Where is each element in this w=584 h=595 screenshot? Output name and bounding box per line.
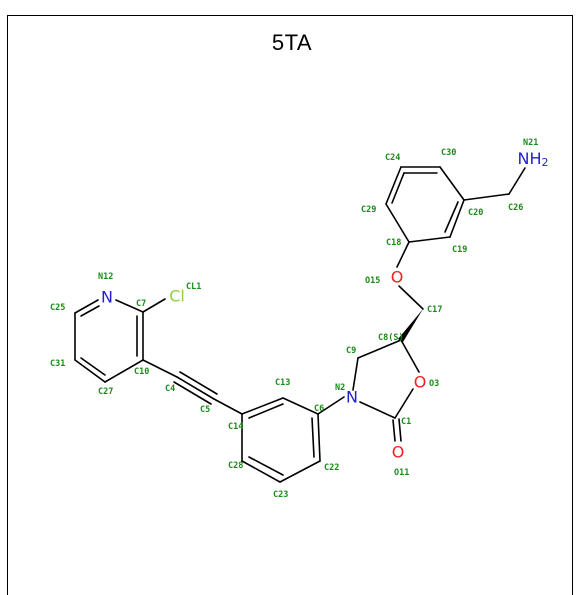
bond <box>115 299 144 313</box>
bond <box>80 357 106 376</box>
bond <box>317 396 345 415</box>
bond <box>241 397 284 415</box>
bond <box>392 419 396 442</box>
bond <box>248 403 284 419</box>
label-c19: C19 <box>452 245 467 255</box>
molecule-title: 5TA <box>271 30 313 55</box>
bond <box>279 460 321 483</box>
bond <box>398 285 424 310</box>
bond <box>213 398 243 415</box>
bond <box>80 305 100 317</box>
bond <box>142 298 166 313</box>
atom-cl1: Cl <box>169 287 185 306</box>
bond <box>408 236 451 243</box>
bond <box>357 339 402 359</box>
label-c4: C4 <box>165 384 175 394</box>
label-c18: C18 <box>386 238 401 248</box>
bond <box>317 413 321 462</box>
bond <box>463 193 510 201</box>
bond <box>359 401 396 419</box>
label-n12: N12 <box>98 272 113 282</box>
atom-o11: O <box>392 443 405 462</box>
label-o15: O15 <box>365 276 380 286</box>
atom-symbols: N Cl O N O O NH2 <box>101 149 548 462</box>
label-c27: C27 <box>98 387 113 397</box>
bonds <box>74 166 526 483</box>
label-c22: C22 <box>324 463 339 473</box>
n21-subscript: 2 <box>542 156 549 169</box>
bond <box>439 166 465 201</box>
bond <box>282 397 319 415</box>
label-c9: C9 <box>346 346 356 356</box>
label-c20: C20 <box>468 208 483 218</box>
label-cl1: CL1 <box>186 282 201 292</box>
label-c8s: C8(S) <box>378 333 404 343</box>
label-c17: C17 <box>427 305 442 315</box>
bond <box>352 357 359 391</box>
label-c13: C13 <box>275 378 290 388</box>
atom-n2: N <box>346 388 358 407</box>
label-c31: C31 <box>50 359 65 369</box>
label-c30: C30 <box>441 148 456 158</box>
label-o11: O11 <box>394 468 409 478</box>
label-c23: C23 <box>273 490 288 500</box>
wedge-bond <box>398 309 423 342</box>
atom-n12: N <box>101 288 113 307</box>
bond <box>394 388 414 419</box>
bond <box>385 203 410 243</box>
label-c28: C28 <box>228 461 243 471</box>
bond <box>391 172 405 204</box>
label-o3: O3 <box>429 379 439 389</box>
bond <box>179 371 218 395</box>
bond <box>176 376 215 400</box>
bond <box>173 381 212 405</box>
atom-o15: O <box>391 268 404 287</box>
bond <box>398 418 402 442</box>
bond <box>449 199 465 238</box>
n21-symbol: NH <box>518 149 542 168</box>
label-c7: C7 <box>136 299 146 309</box>
bond <box>396 241 410 268</box>
bond <box>104 359 144 383</box>
atom-labels: N21 C30 C24 C26 C20 C29 C18 C19 O15 C17 … <box>50 138 538 500</box>
label-c25: C25 <box>50 303 65 313</box>
label-c10: C10 <box>134 367 149 377</box>
bond <box>74 299 99 314</box>
label-n2: N2 <box>335 383 345 393</box>
bond <box>142 359 178 378</box>
label-c5: C5 <box>200 405 210 415</box>
diagram-frame <box>7 15 573 595</box>
atom-n21: NH2 <box>518 149 549 169</box>
bond <box>248 456 284 476</box>
label-c24: C24 <box>385 153 400 163</box>
label-c14: C14 <box>228 422 243 432</box>
bond <box>311 417 315 458</box>
bond <box>74 359 106 383</box>
label-c26: C26 <box>508 203 523 213</box>
bond <box>444 201 459 233</box>
label-c6: C6 <box>314 404 324 414</box>
bond <box>508 167 526 195</box>
label-c1: C1 <box>401 417 411 427</box>
label-c29: C29 <box>361 205 376 215</box>
bond <box>241 460 281 483</box>
atom-o3: O <box>414 373 427 392</box>
bond <box>385 166 402 205</box>
bond <box>400 339 420 373</box>
label-n21: N21 <box>523 138 538 148</box>
